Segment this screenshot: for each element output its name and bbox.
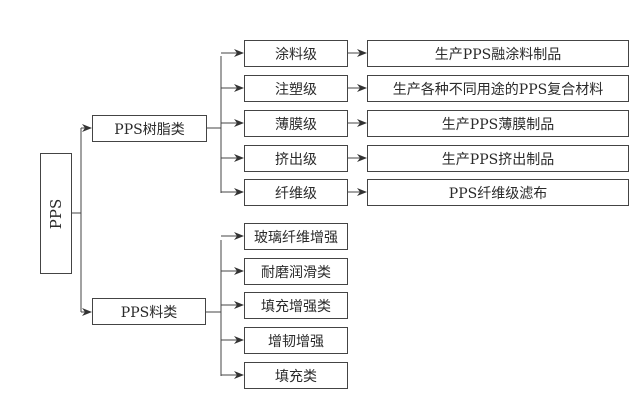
grade-node: 薄膜级	[244, 110, 348, 137]
root-label: PPS	[47, 198, 65, 229]
grade-label: 涂料级	[275, 46, 317, 63]
compound-type-node: 玻璃纤维增强	[244, 223, 348, 250]
compound-type-node: 增韧增强	[244, 327, 348, 354]
product-node: PPS纤维级滤布	[367, 179, 629, 206]
compound-type-label: 玻璃纤维增强	[254, 229, 338, 246]
product-label: 生产PPS融涂料制品	[434, 46, 562, 63]
compound-type-node: 耐磨润滑类	[244, 258, 348, 285]
compound-type-node: 填充增强类	[244, 292, 348, 319]
product-node: 生产PPS融涂料制品	[367, 40, 629, 67]
branch-node-resin: PPS树脂类	[92, 115, 207, 142]
grade-node: 挤出级	[244, 145, 348, 172]
grade-label: 注塑级	[275, 81, 317, 98]
compound-type-label: 增韧增强	[268, 333, 324, 350]
branch-label: PPS树脂类	[114, 121, 185, 138]
product-label: 生产PPS挤出制品	[441, 151, 555, 168]
product-node: 生产PPS薄膜制品	[367, 110, 629, 137]
branch-node-compound: PPS料类	[92, 298, 206, 325]
grade-node: 涂料级	[244, 40, 348, 67]
compound-type-node: 填充类	[244, 362, 348, 389]
branch-label: PPS料类	[120, 304, 178, 321]
product-node: 生产PPS挤出制品	[367, 145, 629, 172]
compound-type-label: 耐磨润滑类	[261, 264, 331, 281]
root-node-pps: PPS	[40, 153, 72, 274]
product-label: PPS纤维级滤布	[448, 185, 548, 202]
grade-node: 注塑级	[244, 75, 348, 102]
product-label: 生产PPS薄膜制品	[441, 116, 555, 133]
compound-type-label: 填充类	[275, 368, 317, 385]
product-node: 生产各种不同用途的PPS复合材料	[367, 75, 629, 102]
product-label: 生产各种不同用途的PPS复合材料	[392, 81, 604, 98]
grade-node: 纤维级	[244, 179, 348, 206]
grade-label: 薄膜级	[275, 116, 317, 133]
grade-label: 纤维级	[275, 185, 317, 202]
compound-type-label: 填充增强类	[261, 298, 331, 315]
grade-label: 挤出级	[275, 151, 317, 168]
